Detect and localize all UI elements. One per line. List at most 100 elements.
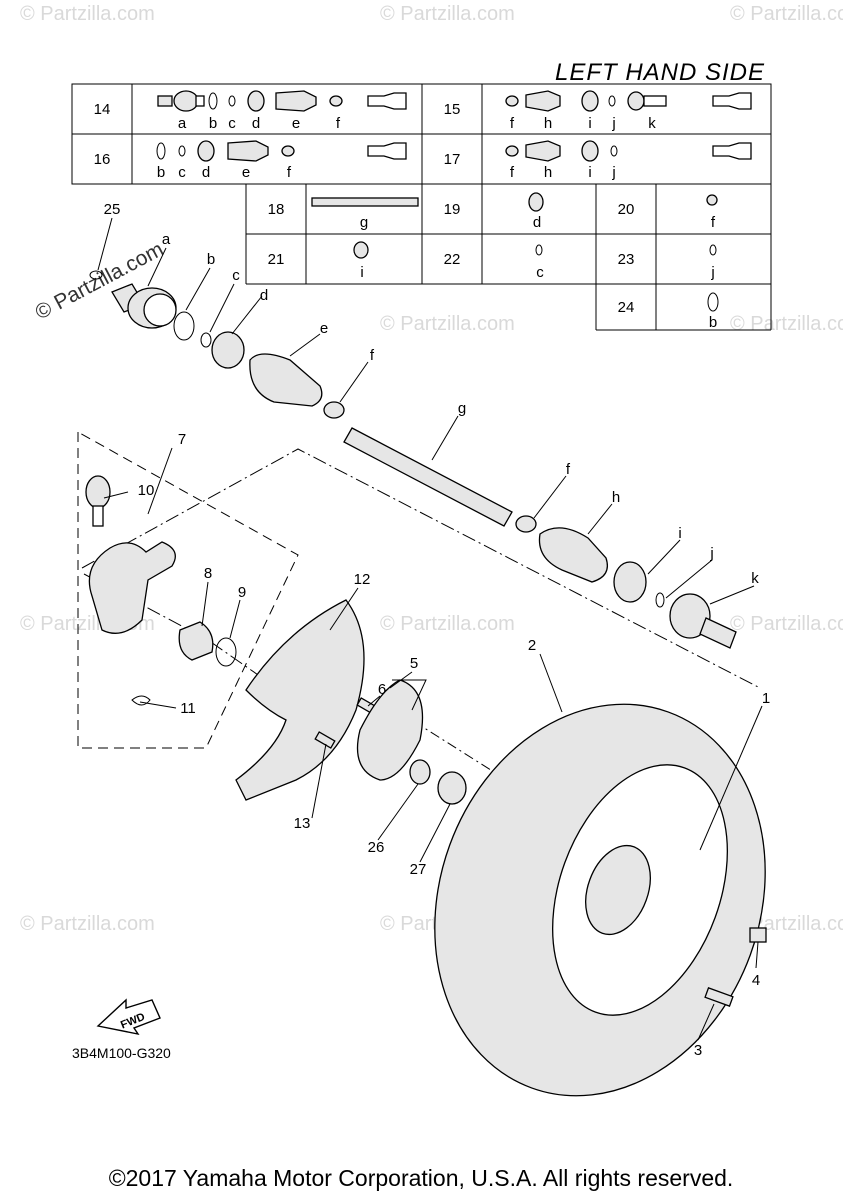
- callout-letter: k: [751, 570, 759, 587]
- kit-part-letter: f: [711, 214, 716, 231]
- watermark: © Partzilla.com: [730, 613, 843, 635]
- watermark: © Partzilla.com: [730, 3, 843, 25]
- kit-part-letter: c: [178, 164, 186, 181]
- callout-letter: b: [207, 251, 215, 268]
- ring-c: [200, 332, 212, 348]
- cotter-11: [131, 695, 151, 706]
- kit-part-letter: i: [588, 164, 591, 181]
- callout-letter: c: [232, 267, 240, 284]
- kit-part-letter: d: [533, 214, 541, 231]
- kit-row-number: 20: [618, 201, 635, 218]
- kit-16-letters: b c d e f: [157, 164, 292, 181]
- wheel-stud-3: [704, 987, 734, 1007]
- ring-j: [655, 592, 665, 608]
- page-title: LEFT HAND SIDE: [555, 59, 765, 86]
- boot-h: [538, 527, 609, 583]
- watermark: © Partzilla.com: [380, 313, 515, 335]
- ball-joint-10: [85, 475, 111, 527]
- band-d: [211, 331, 245, 369]
- callout-number: 26: [368, 839, 385, 856]
- kit-part-letter: k: [648, 115, 656, 132]
- kit-part-letter: e: [292, 115, 300, 132]
- callout-number: 4: [752, 972, 760, 989]
- kit-part-letter: a: [178, 115, 187, 132]
- kit-part-letter: h: [544, 115, 552, 132]
- bolt-13: [314, 731, 336, 749]
- kit-14-letters: a b c d e f: [178, 115, 341, 132]
- callout-letter: f: [566, 461, 571, 478]
- bearing-8: [178, 621, 214, 661]
- kit-row-number: 21: [268, 251, 285, 268]
- callout-letters: a b c d e f g f h i j k: [162, 231, 759, 587]
- callout-number: 1: [762, 690, 770, 707]
- kit-row-number: 16: [94, 151, 111, 168]
- kit-17-letters: f h i j: [510, 164, 616, 181]
- band-f-right: [515, 515, 537, 533]
- callout-number: 12: [354, 571, 371, 588]
- kit-part-letter: c: [536, 264, 544, 281]
- boot-e: [249, 353, 323, 407]
- kit-part-letter: c: [228, 115, 236, 132]
- wheel-nut-4: [749, 927, 767, 943]
- kit-part-letter: f: [510, 164, 515, 181]
- drive-shaft-g: [343, 427, 513, 527]
- kit-row-number: 17: [444, 151, 461, 168]
- kit-part-letter: b: [157, 164, 165, 181]
- kit-15-letters: f h i j k: [510, 115, 656, 132]
- kit-part-letter: j: [611, 115, 615, 132]
- watermark: © Partzilla.com: [20, 913, 155, 935]
- callout-letter: j: [709, 545, 713, 562]
- kit-row-number: 18: [268, 201, 285, 218]
- callout-number: 10: [138, 482, 155, 499]
- kit-row-number: 22: [444, 251, 461, 268]
- callout-number: 13: [294, 815, 311, 832]
- callout-numbers: 1 2 3 4 5 6 7 8 9 10 11 12 13 25 26 27: [104, 201, 771, 1059]
- circlip-9: [215, 637, 237, 667]
- callout-number: 9: [238, 584, 246, 601]
- kit-part-letter: f: [287, 164, 292, 181]
- kit-part-letter: i: [360, 264, 363, 281]
- kit-row-number: 23: [618, 251, 635, 268]
- kit-row-number: 19: [444, 201, 461, 218]
- kit-16-icons: [156, 140, 407, 162]
- kit-14-icons: [157, 90, 407, 112]
- callout-number: 11: [180, 700, 196, 717]
- copyright-footer: ©2017 Yamaha Motor Corporation, U.S.A. A…: [109, 1165, 734, 1191]
- callout-number: 3: [694, 1042, 702, 1059]
- disc-guard-12: [235, 599, 365, 801]
- cv-joint-inner-k: [669, 593, 737, 649]
- diagram-code: 3B4M100-G320: [72, 1045, 171, 1061]
- clip-part-25: [89, 270, 103, 280]
- callout-letter: e: [320, 320, 328, 337]
- watermark: © Partzilla.com: [20, 3, 155, 25]
- callout-number: 7: [178, 431, 186, 448]
- hub-cap-27: [437, 771, 467, 805]
- kit-part-letter: d: [252, 115, 260, 132]
- kit-single-icons: [311, 192, 719, 312]
- kit-part-letter: b: [709, 314, 717, 331]
- callout-letter: d: [260, 287, 268, 304]
- kit-part-letter: b: [209, 115, 217, 132]
- kit-row-number: 14: [94, 101, 111, 118]
- callout-letter: f: [370, 347, 375, 364]
- callout-letter: g: [458, 400, 466, 417]
- kit-row-number: 15: [444, 101, 461, 118]
- kit-part-letter: d: [202, 164, 210, 181]
- watermark: © Partzilla.com: [380, 3, 515, 25]
- callout-number: 8: [204, 565, 212, 582]
- kit-part-letter: e: [242, 164, 250, 181]
- kit-part-letter: j: [611, 164, 615, 181]
- callout-letter: a: [162, 231, 171, 248]
- callout-number: 6: [378, 681, 386, 698]
- kit-row-number: 24: [618, 299, 635, 316]
- kit-17-icons: [505, 140, 752, 162]
- callout-number: 5: [410, 655, 418, 672]
- tire-and-wheel: [434, 703, 766, 1097]
- circlip-b: [173, 311, 195, 341]
- kit-part-letter: f: [336, 115, 341, 132]
- kit-part-letter: i: [588, 115, 591, 132]
- spacer-26: [409, 759, 431, 785]
- callout-letter: h: [612, 489, 620, 506]
- steering-knuckle-7: [88, 541, 176, 634]
- kit-part-letter: j: [710, 264, 714, 281]
